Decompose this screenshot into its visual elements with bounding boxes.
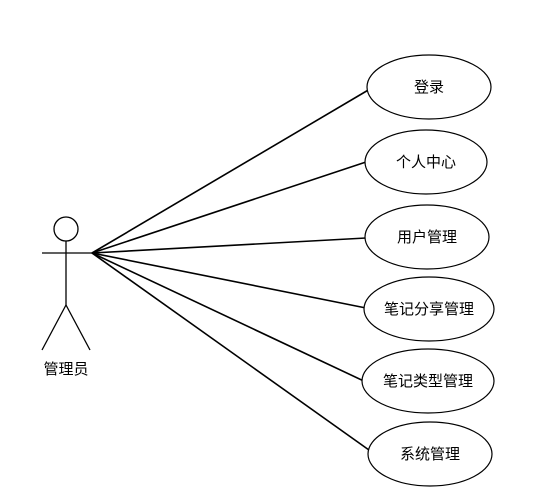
use-case-label: 个人中心: [396, 153, 456, 171]
actor-right-leg: [65, 304, 91, 351]
association-line: [91, 252, 369, 384]
association-line: [91, 252, 367, 309]
use-case-label: 登录: [414, 78, 444, 96]
association-line: [91, 237, 367, 254]
use-case-note-share-management[interactable]: 笔记分享管理: [363, 276, 495, 342]
use-case-personal-center[interactable]: 个人中心: [364, 129, 488, 195]
association-line: [91, 161, 367, 254]
use-case-label: 笔记类型管理: [383, 372, 473, 390]
association-line: [91, 252, 377, 456]
use-case-ellipse: [366, 54, 492, 120]
actor-name: 管理员: [43, 360, 88, 378]
use-case-ellipse: [367, 421, 493, 487]
use-case-label: 系统管理: [400, 445, 460, 463]
use-case-system-management[interactable]: 系统管理: [367, 421, 493, 487]
use-case-label: 用户管理: [397, 228, 457, 246]
associations: [91, 88, 377, 456]
use-case-label: 笔记分享管理: [384, 300, 474, 318]
use-case-login[interactable]: 登录: [366, 54, 492, 120]
actor-admin: 管理员: [41, 216, 92, 378]
use-case-user-management[interactable]: 用户管理: [364, 204, 490, 270]
association-line: [91, 88, 371, 254]
actor-head: [53, 216, 79, 242]
use-case-ellipse: [364, 204, 490, 270]
use-case-note-type-management[interactable]: 笔记类型管理: [361, 348, 495, 414]
use-case-ellipse: [361, 348, 495, 414]
actor-left-leg: [41, 304, 67, 351]
use-case-ellipse: [364, 129, 488, 195]
use-case-ellipse: [363, 276, 495, 342]
